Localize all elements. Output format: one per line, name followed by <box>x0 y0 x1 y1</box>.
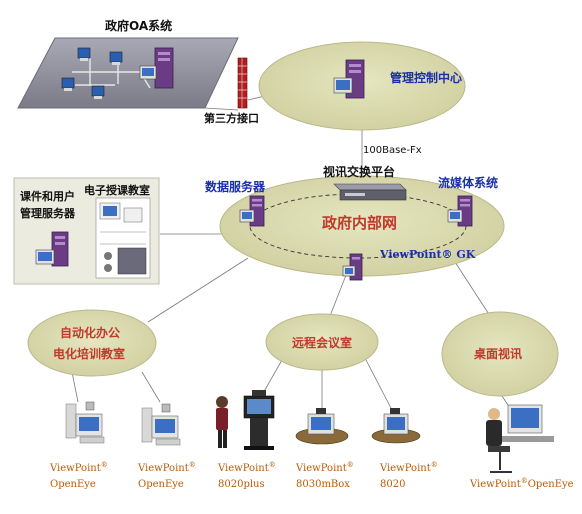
oa-platform <box>17 37 239 109</box>
streaming-system-label: 流媒体系统 <box>438 175 498 190</box>
pc-icon <box>61 77 75 91</box>
server-icon <box>342 253 363 281</box>
electronic-classroom-label: 电子授课教室 <box>84 183 150 197</box>
server-icon <box>447 195 473 227</box>
connection-lines <box>71 91 509 411</box>
desktop-video-ellipse <box>441 311 559 397</box>
desktop-terminal-icon <box>371 408 421 444</box>
server-icon <box>139 47 174 89</box>
remote-meeting-ellipse <box>265 313 379 371</box>
device-label: ViewPoint® <box>379 461 438 474</box>
device-label: ViewPoint® <box>137 461 196 474</box>
device-label: ViewPoint® <box>49 461 108 474</box>
oa-system-group: 政府OA系统 <box>17 18 239 109</box>
line-network-to-meeting <box>329 269 349 317</box>
automation-office-ellipse <box>27 309 157 377</box>
device-model: 8020 <box>380 479 405 490</box>
automation-office-label-line2: 电化培训教室 <box>53 346 125 361</box>
device-labels: ViewPoint® OpenEye ViewPoint® OpenEye Vi… <box>49 461 574 490</box>
device-label: ViewPoint® <box>217 461 276 474</box>
device-label: ViewPoint®OpenEye <box>469 477 574 490</box>
desktop-user-icon <box>486 404 554 473</box>
third-party-interface-label: 第三方接口 <box>204 111 259 125</box>
server-icon <box>333 59 365 99</box>
server-icon <box>35 231 69 267</box>
device-model: OpenEye <box>50 479 96 490</box>
line-network-to-automation <box>147 257 249 323</box>
pc-icon <box>77 47 91 61</box>
desktop-video-label: 桌面视讯 <box>473 346 522 361</box>
data-server-label: 数据服务器 <box>205 179 266 194</box>
management-center-label: 管理控制中心 <box>390 70 462 85</box>
device-model: 8020plus <box>218 479 265 490</box>
openeye-pc-icon <box>141 403 181 446</box>
pc-icon <box>109 51 123 65</box>
line-automation-to-openeye1 <box>71 371 79 403</box>
line-desktop-to-openeye3 <box>501 395 509 406</box>
line-meeting-to-8020 <box>364 357 393 411</box>
courseware-server-label-line1: 课件和用户 <box>20 189 75 203</box>
line-meeting-to-8020plus <box>261 359 283 396</box>
firewall-icon <box>237 57 248 109</box>
videoconference-cart-icon <box>243 390 275 450</box>
server-icon <box>239 195 265 227</box>
automation-office-label-line1: 自动化办公 <box>60 325 120 340</box>
fiber-link-label: 100Base-Fx <box>363 145 422 156</box>
device-model: OpenEye <box>138 479 184 490</box>
openeye-pc-icon <box>65 401 105 444</box>
gk-label: ViewPoint® GK <box>379 248 476 261</box>
video-switch-platform-label: 视讯交换平台 <box>323 164 395 179</box>
internal-network-label: 政府内部网 <box>322 214 397 232</box>
pc-icon <box>91 85 105 99</box>
person-icon <box>216 396 228 448</box>
line-network-to-desktop <box>454 261 495 323</box>
oa-system-label: 政府OA系统 <box>105 18 172 33</box>
device-label: ViewPoint® <box>295 461 354 474</box>
remote-meeting-label: 远程会议室 <box>292 335 352 350</box>
electronic-classroom-panel: 电子授课教室 课件和用户 管理服务器 <box>13 177 160 285</box>
courseware-server-label-line2: 管理服务器 <box>20 206 76 220</box>
switch-device-icon <box>333 183 407 201</box>
line-automation-to-openeye2 <box>141 371 161 403</box>
line-oa-to-interface <box>204 107 239 111</box>
device-model: 8030mBox <box>296 479 350 490</box>
mbox-terminal-icon <box>295 408 349 445</box>
oa-network-lines <box>72 58 151 89</box>
